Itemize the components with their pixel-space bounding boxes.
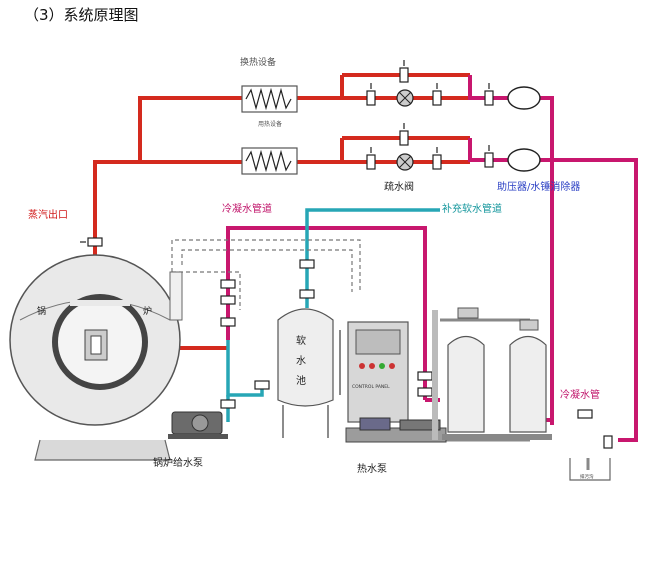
pressure-booster-label: 助压器/水锤消除器 [497, 180, 580, 193]
pressure-booster-icon [507, 86, 541, 110]
valve-icon [577, 409, 593, 419]
valve-icon [220, 295, 236, 305]
heat-user-label: 用热设备 [258, 120, 282, 128]
control-cabinet [347, 321, 409, 423]
collection-tanks [432, 307, 552, 440]
valve-icon [220, 317, 236, 327]
pressure-booster-icon [507, 148, 541, 172]
makeup-water-label: 补充软水管道 [442, 202, 502, 215]
heat-exchanger-label: 换热设备 [240, 56, 276, 68]
boiler [9, 254, 183, 461]
control-panel-label: CONTROL PANEL [352, 384, 390, 390]
valve-icon [366, 83, 376, 106]
tank-label-2: 水 [296, 355, 306, 367]
valve-icon [484, 145, 494, 168]
trap-label: 疏水阀 [384, 180, 414, 193]
valve-icon [299, 259, 315, 269]
valve-icon [417, 387, 433, 397]
valve-icon [80, 237, 103, 247]
valve-icon [254, 380, 270, 390]
boiler-feed-pump [168, 411, 228, 439]
hot-water-pump-label: 热水泵 [357, 462, 387, 475]
valve-icon [220, 279, 236, 289]
boiler-label-1: 锅 [37, 306, 46, 317]
valve-icon [432, 147, 442, 170]
steam-outlet-label: 蒸汽出口 [28, 208, 68, 221]
steam-trap-icon [396, 153, 414, 171]
condensate-pipe-right-label: 冷凝水管 [560, 388, 600, 401]
valve-icon [366, 147, 376, 170]
valve-icon [399, 123, 409, 146]
valve-icon [399, 60, 409, 83]
tank-label-3: 池 [296, 374, 306, 387]
heat-exchanger-top [241, 85, 298, 113]
steam-trap-icon [396, 89, 414, 107]
hot-water-pump [345, 417, 447, 443]
page-title: （3）系统原理图 [24, 6, 139, 24]
valve-icon [603, 435, 613, 449]
dashed-lines [171, 239, 361, 310]
boiler-feed-pump-label: 锅炉给水泵 [153, 456, 203, 469]
valve-icon [299, 289, 315, 299]
valve-icon [432, 83, 442, 106]
valve-icon [220, 399, 236, 409]
drain-label: 排污沟 [580, 473, 594, 480]
tank-label-1: 软 [296, 334, 306, 347]
drain-pit [569, 458, 611, 481]
soft-water-tank [277, 308, 341, 438]
valve-icon [417, 371, 433, 381]
condensate-pipe-label: 冷凝水管道 [222, 202, 272, 215]
valve-icon [484, 83, 494, 106]
boiler-label-2: 炉 [143, 305, 152, 317]
valves [80, 60, 613, 449]
heat-exchanger-bottom [241, 147, 298, 175]
